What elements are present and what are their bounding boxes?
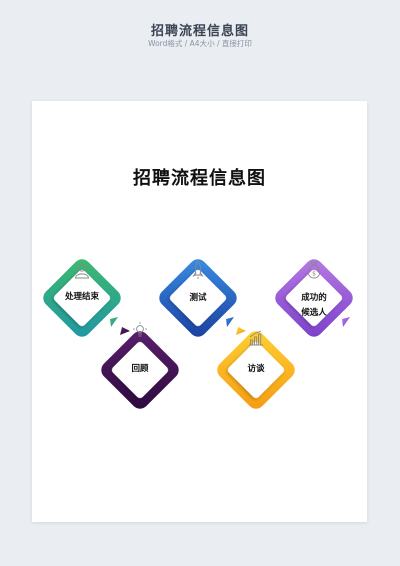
step-label-successful-candidate: 成功的 候选人 <box>284 291 344 321</box>
page-title: 招聘流程信息图 <box>150 24 249 39</box>
step-5-diamond: $ <box>275 259 353 337</box>
bar-chart-icon <box>249 330 263 346</box>
document-sheet: 招聘流程信息图 <box>32 101 367 522</box>
step-3-diamond <box>159 259 237 337</box>
page-subtitle: Word格式 / A4大小 / 直接打印 <box>148 39 252 48</box>
step-label-line-2: 候选人 <box>301 308 327 318</box>
step-label-testing: 测试 <box>189 293 207 303</box>
step-label-line-1: 成功的 <box>301 293 327 303</box>
person-icon <box>75 264 89 279</box>
step-label-interview: 访谈 <box>247 364 265 374</box>
step-2-diamond <box>101 322 179 409</box>
lightbulb-icon <box>133 322 147 337</box>
money-bag-icon: $ <box>307 261 321 279</box>
svg-text:$: $ <box>312 271 316 278</box>
process-diagram: $ <box>43 259 353 409</box>
document-title: 招聘流程信息图 <box>133 168 266 189</box>
step-label-review: 回顾 <box>131 364 149 374</box>
step-label-process-end: 处理结束 <box>64 292 99 302</box>
rocket-icon <box>192 260 204 279</box>
step-4-diamond <box>217 327 295 409</box>
step-1-diamond <box>43 259 121 337</box>
